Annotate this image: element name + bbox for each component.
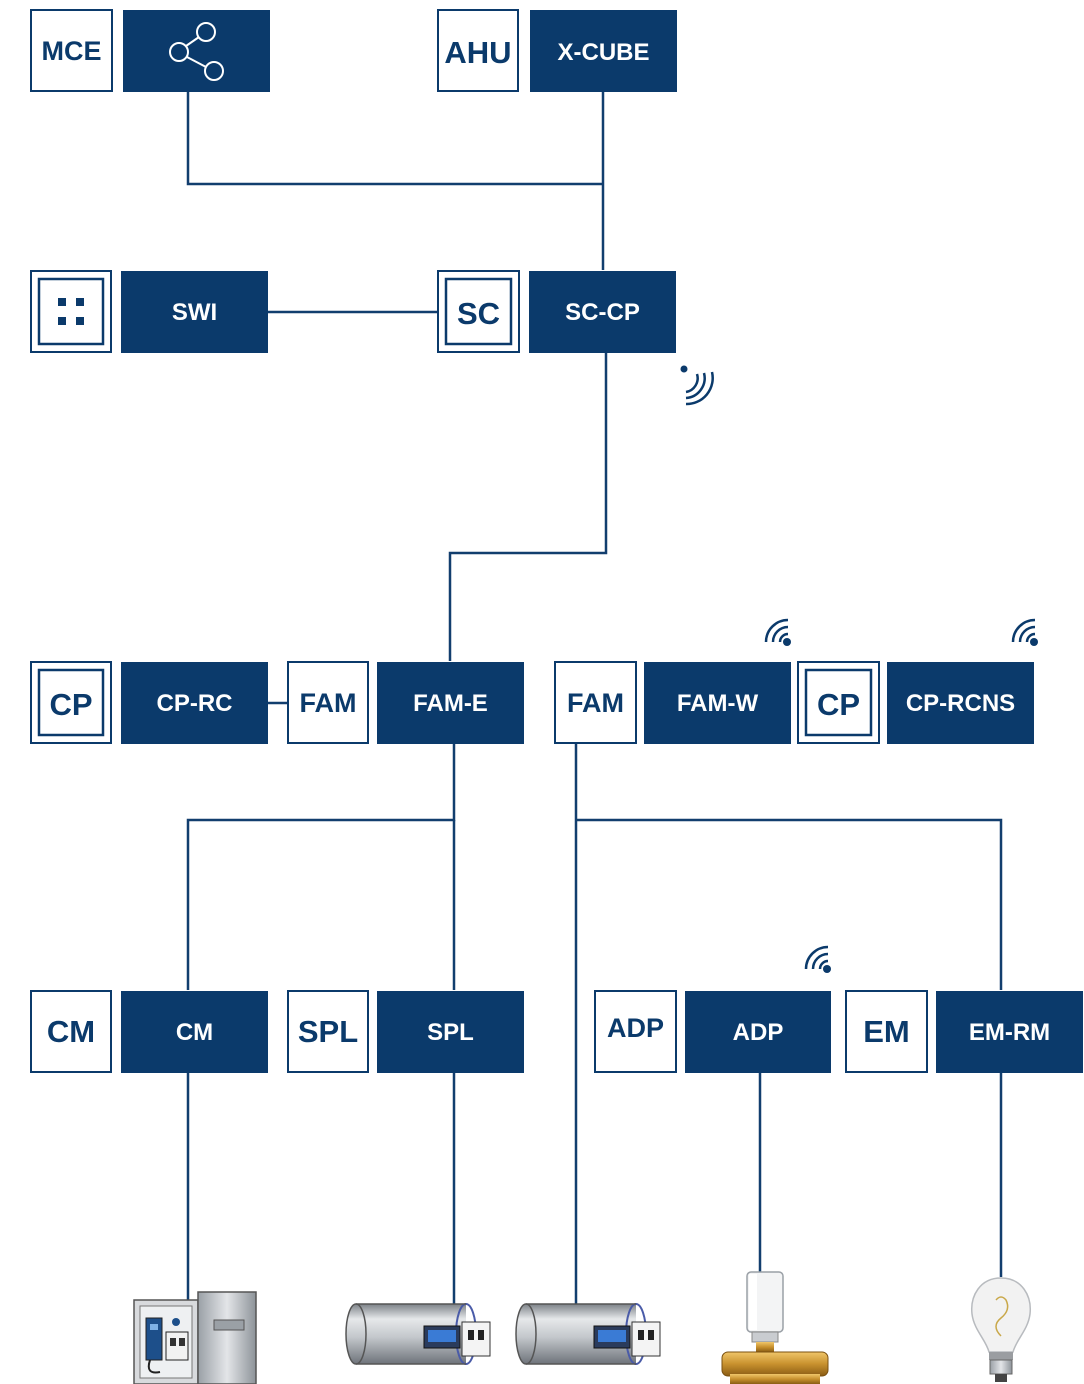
- spl-label: SPL: [298, 1014, 358, 1049]
- cp-label: CP: [49, 687, 92, 722]
- x-cube-label: X-CUBE: [557, 39, 649, 66]
- mce-module[interactable]: MCE: [30, 9, 270, 92]
- fam-e-module[interactable]: FAM FAM-E: [287, 661, 524, 744]
- fam-w-label: FAM-W: [677, 690, 759, 717]
- ahu-module[interactable]: AHU X-CUBE: [437, 9, 677, 92]
- mce-label: MCE: [42, 36, 102, 66]
- spl-dark-label: SPL: [427, 1019, 474, 1046]
- light-bulb-device: [971, 1277, 1031, 1382]
- fam-label: FAM: [567, 688, 624, 718]
- damper-actuator-device: [133, 1291, 257, 1384]
- swi-module[interactable]: SWI: [30, 270, 268, 353]
- ahu-label: AHU: [444, 35, 511, 70]
- adp-label: ADP: [607, 1013, 664, 1043]
- fam-e-label: FAM-E: [413, 690, 488, 717]
- fam-label: FAM: [300, 688, 357, 718]
- adp-module[interactable]: ADP ADP: [594, 990, 831, 1073]
- spl-module[interactable]: SPL SPL: [287, 990, 524, 1073]
- swi-label: SWI: [172, 299, 217, 326]
- share-icon: [169, 22, 224, 81]
- cm-module[interactable]: CM CM: [30, 990, 268, 1073]
- sc-label: SC: [457, 296, 500, 331]
- grid-dots-icon: [58, 298, 84, 325]
- sc-cp-label: SC-CP: [565, 299, 640, 326]
- duct-unit-device: [345, 1303, 491, 1365]
- cp-rcns-label: CP-RCNS: [906, 690, 1015, 717]
- em-rm-module[interactable]: EM EM-RM: [845, 990, 1083, 1073]
- em-rm-label: EM-RM: [969, 1019, 1050, 1046]
- fam-w-module[interactable]: FAM FAM-W: [554, 661, 791, 744]
- wifi-icon: [1011, 618, 1040, 648]
- cm-dark-label: CM: [176, 1019, 213, 1046]
- em-label: EM: [863, 1014, 910, 1049]
- cp-rc-module[interactable]: CP CP-RC: [30, 661, 268, 744]
- cp-rcns-module[interactable]: CP CP-RCNS: [797, 661, 1034, 744]
- cp-label: CP: [817, 687, 860, 722]
- duct-unit-device: [515, 1303, 661, 1365]
- radiator-valve-device: [721, 1271, 829, 1384]
- connection-wires: [186, 92, 1003, 1330]
- wifi-icon: [764, 618, 793, 648]
- cp-rc-label: CP-RC: [157, 690, 233, 717]
- cm-label: CM: [47, 1014, 95, 1049]
- adp-dark-label: ADP: [733, 1019, 784, 1046]
- sc-module[interactable]: SC SC-CP: [437, 270, 676, 353]
- wifi-icon: [804, 945, 833, 975]
- wireless-signal-icon: [680, 365, 714, 406]
